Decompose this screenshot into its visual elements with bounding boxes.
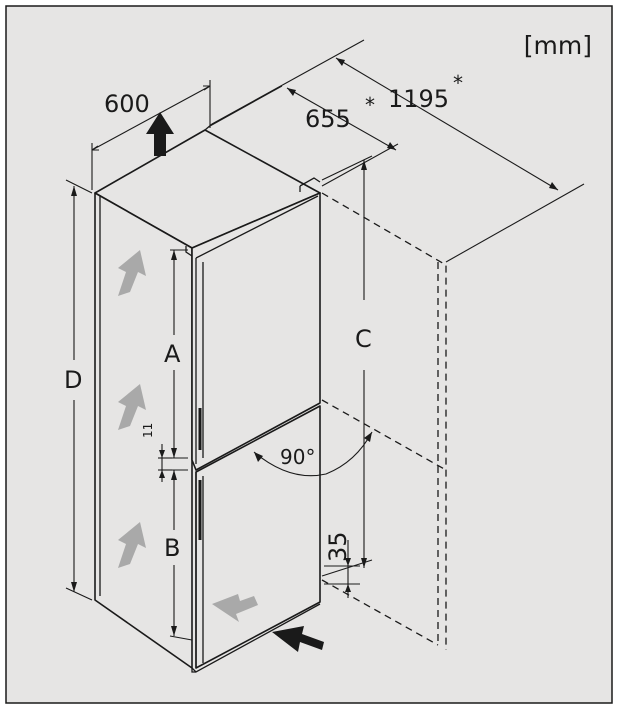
door-angle-label: 90° xyxy=(280,445,315,469)
airflow-arrow-top xyxy=(146,112,174,156)
door-details xyxy=(99,123,321,673)
wall-outline xyxy=(321,192,447,650)
label-a: A xyxy=(164,340,181,368)
dimension-arrowheads xyxy=(71,58,558,636)
dimension-lines xyxy=(65,39,585,641)
vent-arrow-lower xyxy=(118,522,146,568)
width-label: 600 xyxy=(104,90,150,118)
unit-label: [mm] xyxy=(524,31,592,60)
label-b: B xyxy=(164,534,180,562)
label-d: D xyxy=(64,366,82,394)
airflow-arrows xyxy=(146,112,324,652)
gap-label: 11 xyxy=(141,423,155,438)
depth-asterisk: * xyxy=(365,93,375,117)
vent-arrow-middle xyxy=(118,384,146,430)
open-depth-asterisk: * xyxy=(453,71,463,95)
ventilation-arrows xyxy=(118,250,258,622)
vent-arrow-upper xyxy=(118,250,146,296)
fridge-upper-door xyxy=(191,192,321,471)
airflow-arrow-bottom xyxy=(272,626,324,652)
open-depth-label: 1195 xyxy=(388,85,449,113)
vent-arrow-front xyxy=(212,594,258,622)
depth-label: 655 xyxy=(305,105,351,133)
plinth-label: 35 xyxy=(324,531,352,562)
label-c: C xyxy=(355,325,372,353)
